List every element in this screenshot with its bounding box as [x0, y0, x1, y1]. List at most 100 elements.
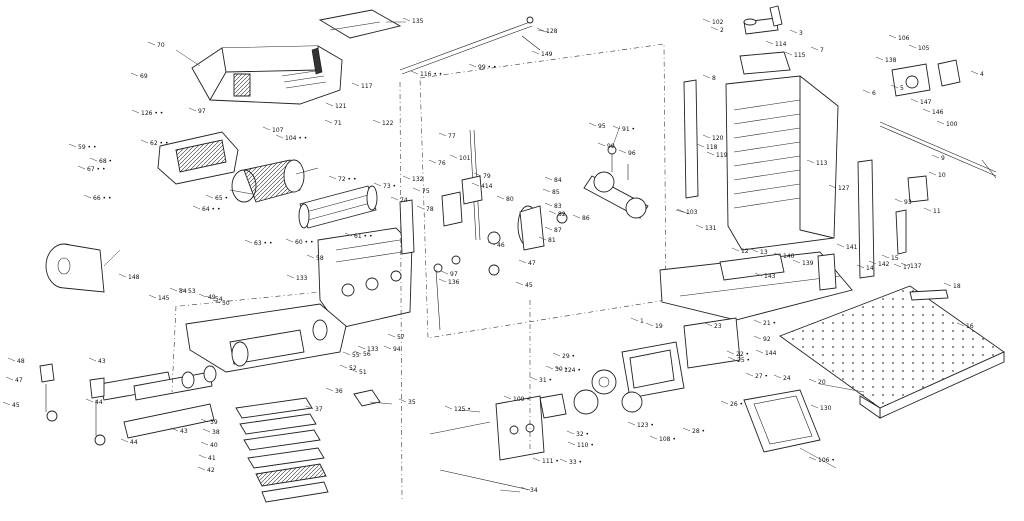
callout-43b: 43 [180, 428, 188, 435]
callout-leader [612, 125, 621, 130]
callout-leader [200, 441, 209, 446]
callout-100: 100 [946, 121, 958, 128]
gear-housing [185, 303, 347, 373]
callout-29: 29 • [562, 353, 575, 360]
callout-135: 135 [412, 18, 424, 25]
callout-leader [351, 82, 360, 87]
callout-6: 6 [872, 90, 876, 97]
callout-27: 27 • [755, 373, 768, 380]
callout-leader [353, 350, 362, 355]
callout-leader [923, 207, 932, 212]
callout-131: 131 [705, 225, 717, 232]
callout-63: 63 • • [254, 240, 273, 247]
callout-leader [956, 322, 965, 327]
callout-137: 137 [910, 263, 922, 270]
callout-leader [727, 356, 736, 361]
callout-leader [305, 405, 314, 410]
cutter-guard [157, 131, 239, 185]
callout-83: 83 [554, 203, 562, 210]
callout-leader [449, 154, 458, 159]
callout-66: 66 • • [93, 195, 112, 202]
callout-93: 93 [904, 199, 912, 206]
callout-leader [2, 401, 11, 406]
callout-leader [544, 176, 553, 181]
callout-leader [205, 295, 214, 300]
stacked-plates [235, 397, 329, 503]
callout-51: 51 [359, 369, 367, 376]
callout-43a: 43 [98, 358, 106, 365]
callout-leader [402, 175, 411, 180]
callout-17: 17 [903, 264, 911, 271]
callout-leader [197, 466, 206, 471]
callout-leader [402, 17, 411, 22]
callout-90: 90 [607, 143, 615, 150]
shaft-rod [399, 21, 531, 71]
callout-97a: 97 [198, 108, 206, 115]
callout-leader [83, 194, 92, 199]
callout-31: 31 • [539, 377, 552, 384]
callout-136: 136 [448, 279, 460, 286]
motor-cover [191, 45, 343, 105]
callout-82: 82 [558, 211, 566, 218]
callout-leader [890, 84, 899, 89]
callout-leader [881, 254, 890, 259]
callout-133b: 133 [367, 346, 379, 353]
callout-leader [554, 366, 563, 371]
callout-leader [532, 457, 541, 462]
callout-leader [192, 205, 201, 210]
callout-16: 16 [966, 323, 974, 330]
small-bracket [353, 389, 381, 407]
callout-leader [536, 27, 545, 32]
callout-121: 121 [335, 103, 347, 110]
callout-leader [503, 395, 512, 400]
callout-45: 45 [525, 282, 533, 289]
callout-128: 128 [546, 28, 558, 35]
callout-81: 81 [548, 237, 556, 244]
callout-leader [931, 154, 940, 159]
callout-67: 67 • • [87, 166, 106, 173]
callout-leader [410, 70, 419, 75]
callout-leader [542, 188, 551, 193]
callout-leader [676, 208, 685, 213]
callout-58: 58 [316, 255, 324, 262]
callout-52: 52 [349, 365, 357, 372]
callout-leader [645, 322, 654, 327]
callout-leader [773, 252, 782, 257]
callout-leader [588, 122, 597, 127]
callout-leader [894, 198, 903, 203]
callout-71: 71 [334, 120, 342, 127]
callout-leader [520, 486, 529, 491]
callout-leader [198, 454, 207, 459]
callout-12: 12 [741, 248, 749, 255]
callout-leader [765, 40, 774, 45]
callout-leader [810, 404, 819, 409]
callout-leader [468, 63, 477, 68]
callout-leader [531, 50, 540, 55]
callout-leader [792, 259, 801, 264]
callout-72: 72 • • [338, 176, 357, 183]
callout-leader [328, 175, 337, 180]
callout-leader [755, 349, 764, 354]
callout-leader [627, 421, 636, 426]
callout-48: 48 [17, 358, 25, 365]
callout-38: 38 [212, 429, 220, 436]
callout-77: 77 [448, 133, 456, 140]
callout-leader [970, 70, 979, 75]
cutter-head [229, 159, 319, 203]
callout-leader [120, 438, 129, 443]
callout-146: 146 [932, 109, 944, 116]
callout-124: 124 • [564, 367, 581, 374]
callout-leader [545, 365, 554, 370]
work-table [779, 285, 1005, 419]
callout-leader [515, 281, 524, 286]
callout-46: 46 [497, 242, 505, 249]
callout-115: 115 [794, 52, 806, 59]
callout-leader [544, 202, 553, 207]
callout-leader [438, 132, 447, 137]
callout-leader [753, 319, 762, 324]
callout-leader [205, 194, 214, 199]
drive-belt-assembly [583, 145, 649, 219]
callout-62: 62 • • [150, 140, 169, 147]
callout-leader [275, 134, 284, 139]
callout-leader [538, 236, 547, 241]
